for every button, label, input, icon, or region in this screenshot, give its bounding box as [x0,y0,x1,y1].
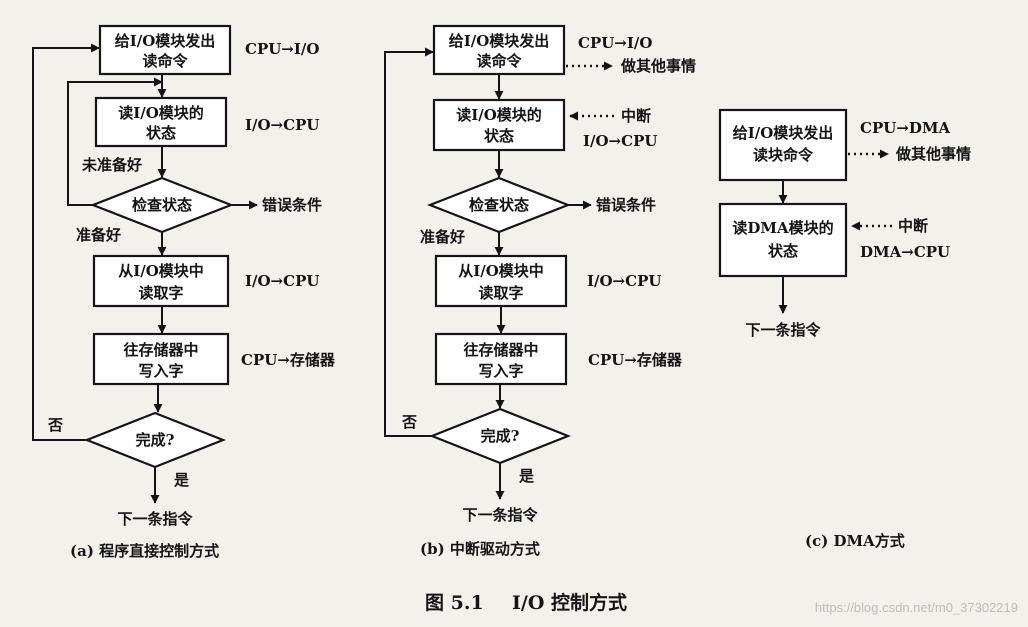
ann-b-io-cpu-word: I/O→CPU [587,272,661,290]
label-a-not-ready: 未准备好 [81,156,142,174]
ann-b-io-cpu-status: I/O→CPU [583,132,657,150]
panel-b: 给I/O模块发出 读命令 CPU→I/O 做其他事情 读I/O模块的 状态 中断… [384,24,696,558]
ann-b-cpu-io: CPU→I/O [578,34,652,52]
box-b-write-mem-line1: 往存储器中 [463,341,538,359]
box-b-read-word-line1: 从I/O模块中 [458,262,544,280]
box-b-write-mem-line2: 写入字 [478,362,523,380]
box-a-issue-read [98,24,232,76]
box-b-read-word [434,254,568,308]
ann-c-cpu-dma: CPU→DMA [860,119,950,137]
label-a-error-condition: 错误条件 [262,196,322,214]
box-c-read-status [718,202,848,278]
label-b-error-condition: 错误条件 [596,196,656,214]
box-b-read-status-line1: 读I/O模块的 [456,106,542,124]
caption-b: (b) 中断驱动方式 [420,540,540,558]
figure-number: 图 5.1 [425,592,484,614]
box-a-read-status-line2: 状态 [146,124,176,142]
diamond-a-check-status-label: 检查状态 [132,196,192,214]
label-a-ready: 准备好 [76,226,121,244]
box-a-issue-read-line1: 给I/O模块发出 [115,32,216,50]
box-a-write-mem [92,332,230,386]
ann-a-cpu-io: CPU→I/O [245,40,319,58]
box-a-write-mem-line2: 写入字 [138,362,183,380]
box-a-read-status [94,96,228,148]
ann-b-cpu-mem: CPU→存储器 [588,351,683,369]
label-b-no: 否 [401,413,417,431]
ann-a-io-cpu-status: I/O→CPU [245,116,319,134]
box-c-issue-block-line2: 读块命令 [753,146,814,164]
label-b-interrupt: 中断 [621,107,651,125]
arrow-a-no-loop [32,43,100,441]
diamond-b-check-status-label: 检查状态 [469,196,529,214]
box-c-read-status-line2: 状态 [768,242,798,260]
label-b-ready: 准备好 [420,228,465,246]
arrow-b-no-loop [384,47,434,437]
box-a-read-word-line2: 读取字 [138,284,183,302]
caption-a: (a) 程序直接控制方式 [70,542,219,560]
box-c-issue-block [718,108,848,182]
panel-a: 给I/O模块发出 读命令 CPU→I/O 读I/O模块的 状态 I/O→CPU … [32,24,336,560]
label-b-yes: 是 [518,467,535,485]
arrow-a-not-ready-loop [67,77,163,206]
box-a-write-mem-line1: 往存储器中 [123,341,198,359]
ann-c-dma-cpu: DMA→CPU [860,243,950,261]
figure-title: I/O 控制方式 [512,591,627,614]
diamond-b-done-label: 完成? [481,427,520,445]
ann-a-io-cpu-word: I/O→CPU [245,272,319,290]
label-c-do-other: 做其他事情 [895,145,971,163]
box-a-read-word [92,254,230,308]
label-b-do-other: 做其他事情 [620,57,696,75]
label-c-next-instruction: 下一条指令 [745,321,821,339]
box-c-read-status-line1: 读DMA模块的 [732,219,833,237]
box-a-read-status-line1: 读I/O模块的 [118,104,204,122]
box-c-issue-block-line1: 给I/O模块发出 [733,124,834,142]
label-c-interrupt: 中断 [898,217,928,235]
label-a-yes: 是 [173,471,190,489]
box-a-read-word-line1: 从I/O模块中 [118,262,204,280]
box-b-issue-read-line2: 读命令 [476,52,522,70]
box-a-issue-read-line2: 读命令 [142,52,188,70]
label-a-next-instruction: 下一条指令 [117,510,193,528]
box-b-issue-read-line1: 给I/O模块发出 [449,32,550,50]
box-b-write-mem [434,332,568,386]
ann-a-cpu-mem: CPU→存储器 [241,351,336,369]
box-b-read-word-line2: 读取字 [478,284,523,302]
label-a-no: 否 [47,416,63,434]
label-b-next-instruction: 下一条指令 [462,506,538,524]
box-b-read-status-line2: 状态 [484,127,514,145]
watermark: https://blog.csdn.net/m0_37302219 [815,600,1018,615]
diamond-a-done-label: 完成? [136,431,175,449]
panel-c: 给I/O模块发出 读块命令 CPU→DMA 做其他事情 读DMA模块的 状态 中… [718,108,971,550]
caption-c: (c) DMA方式 [805,532,905,550]
box-b-read-status [432,98,566,152]
